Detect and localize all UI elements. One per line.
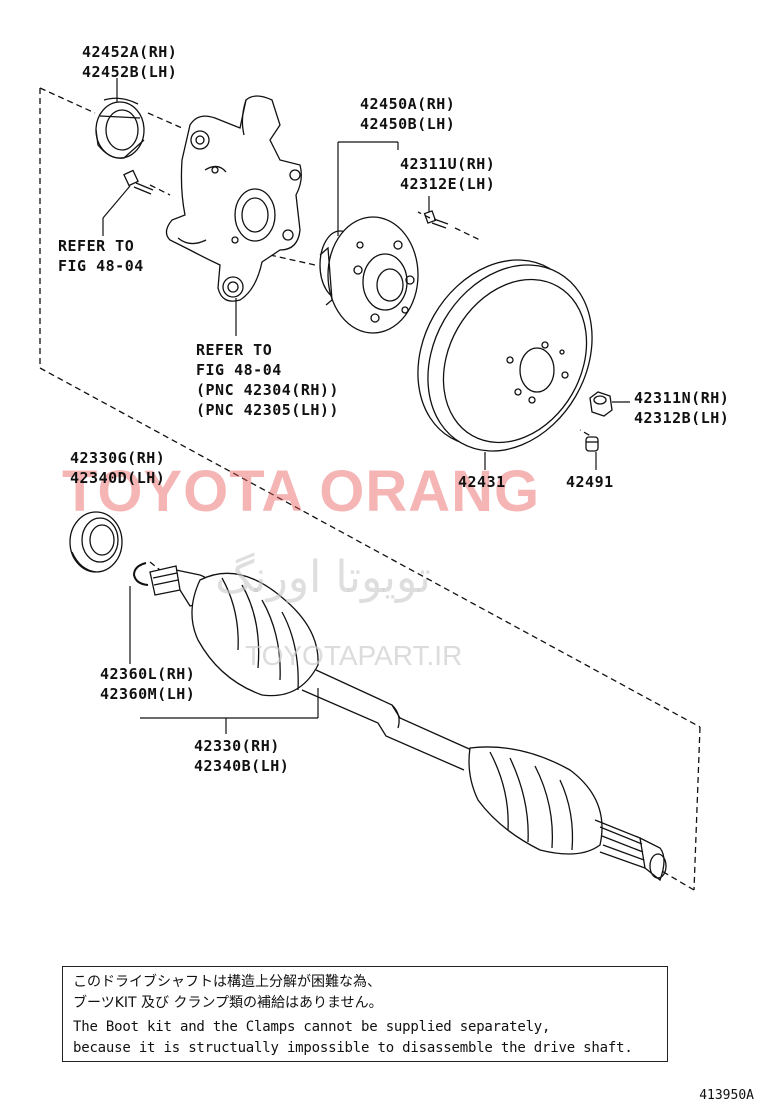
- label-42330g: 42330G(RH)42340D(LH): [70, 449, 166, 487]
- label-42360: 42360L(RH)42360M(LH): [100, 665, 196, 703]
- label-42491: 42491: [566, 473, 614, 491]
- hub-nut: [589, 391, 613, 417]
- note-en-line-2: because it is structually impossible to …: [73, 1040, 633, 1056]
- watermark-site: TOYOTAPART.IR: [245, 640, 463, 671]
- knuckle-bolt: [123, 169, 154, 195]
- steering-knuckle: [165, 95, 302, 302]
- watermark-persian: تویوتا اورنگ: [215, 552, 431, 603]
- drive-shaft: [149, 565, 667, 882]
- assembly-outline: [39, 87, 701, 891]
- hub-bearing: [319, 216, 419, 334]
- label-42431: 42431: [458, 473, 506, 491]
- label-42452: 42452A(RH)42452B(LH): [82, 43, 178, 81]
- label-42450: 42450A(RH)42450B(LH): [360, 95, 456, 133]
- figure-code: 413950A: [699, 1088, 754, 1103]
- note-en-line-1: The Boot kit and the Clamps cannot be su…: [73, 1019, 551, 1035]
- bearing-part: [95, 97, 145, 159]
- note-jp-line-2: ブーツKIT 及び クランプ類の補給はありません。: [73, 995, 383, 1011]
- hub-bolt: [423, 210, 449, 229]
- snap-ring: [132, 562, 149, 586]
- watermark-brand: TOYOTA ORANG: [62, 459, 541, 524]
- label-42311u: 42311U(RH)42312E(LH): [400, 155, 496, 193]
- label-42311n: 42311N(RH)42312B(LH): [634, 389, 730, 427]
- plug: [585, 436, 599, 452]
- label-42330: 42330(RH)42340B(LH): [194, 737, 290, 775]
- note-jp-line-1: このドライブシャフトは構造上分解が困難な為、: [73, 974, 381, 990]
- note-box: このドライブシャフトは構造上分解が困難な為、 ブーツKIT 及び クランプ類の補…: [62, 966, 668, 1062]
- leader-lines: [102, 78, 630, 734]
- oil-seal: [69, 511, 123, 573]
- brake-disc: [417, 259, 593, 452]
